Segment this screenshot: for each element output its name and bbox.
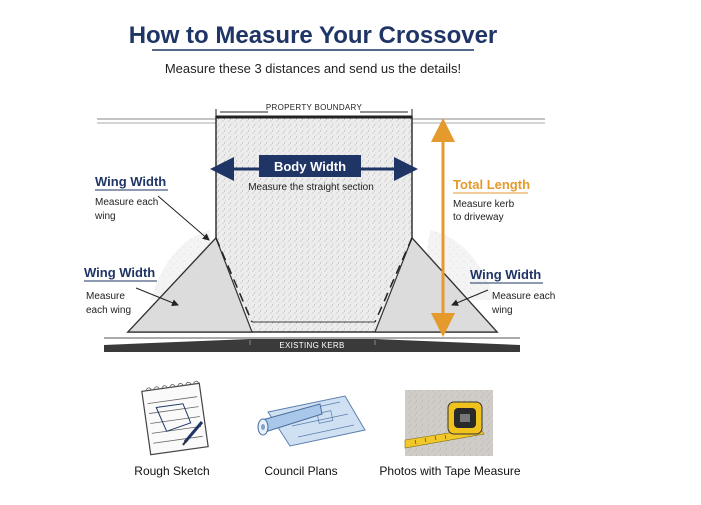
joint-left xyxy=(215,237,253,323)
example-label-rough-sketch: Rough Sketch xyxy=(134,464,209,478)
wing-width-label-right: Wing Width xyxy=(470,267,541,282)
body-width-label: Body Width xyxy=(274,159,346,174)
wing-width-label-left: Wing Width xyxy=(84,265,155,280)
wing-desc-right-1: Measure each xyxy=(492,291,555,302)
page-title: How to Measure Your Crossover xyxy=(129,22,498,49)
wing-pointer-top-left xyxy=(157,195,210,241)
body-width-badge xyxy=(259,155,361,177)
page-subtitle: Measure these 3 distances and send us th… xyxy=(165,61,461,76)
pb-label-bg xyxy=(268,101,360,113)
wing-desc-right-2: wing xyxy=(491,305,513,316)
total-length-desc-1: Measure kerb xyxy=(453,199,515,210)
blueprint-roll-icon xyxy=(257,395,366,447)
wing-width-label-top-left: Wing Width xyxy=(95,174,166,189)
wing-desc-left-1: Measure xyxy=(86,291,125,302)
wing-pointer-left xyxy=(135,287,179,306)
tape-measure-photo-icon xyxy=(404,390,493,456)
notepad-sketch-icon xyxy=(141,380,209,456)
example-label-council-plans: Council Plans xyxy=(264,464,337,478)
wing-desc-top-left-1: Measure each xyxy=(95,197,158,208)
wing-left-shape xyxy=(126,236,253,333)
wing-desc-top-left-2: wing xyxy=(94,211,116,222)
total-length-label: Total Length xyxy=(453,177,530,192)
joint-right xyxy=(374,237,413,323)
wing-desc-left-2: each wing xyxy=(86,305,131,316)
property-boundary-label: PROPERTY BOUNDARY xyxy=(266,103,363,112)
total-length-desc-2: to driveway xyxy=(453,212,504,223)
kerb-strip xyxy=(104,339,520,352)
example-label-photos-tape: Photos with Tape Measure xyxy=(379,464,521,478)
body-width-desc: Measure the straight section xyxy=(248,182,374,193)
existing-kerb-label: EXISTING KERB xyxy=(279,341,344,350)
wing-pointer-right xyxy=(451,289,489,306)
